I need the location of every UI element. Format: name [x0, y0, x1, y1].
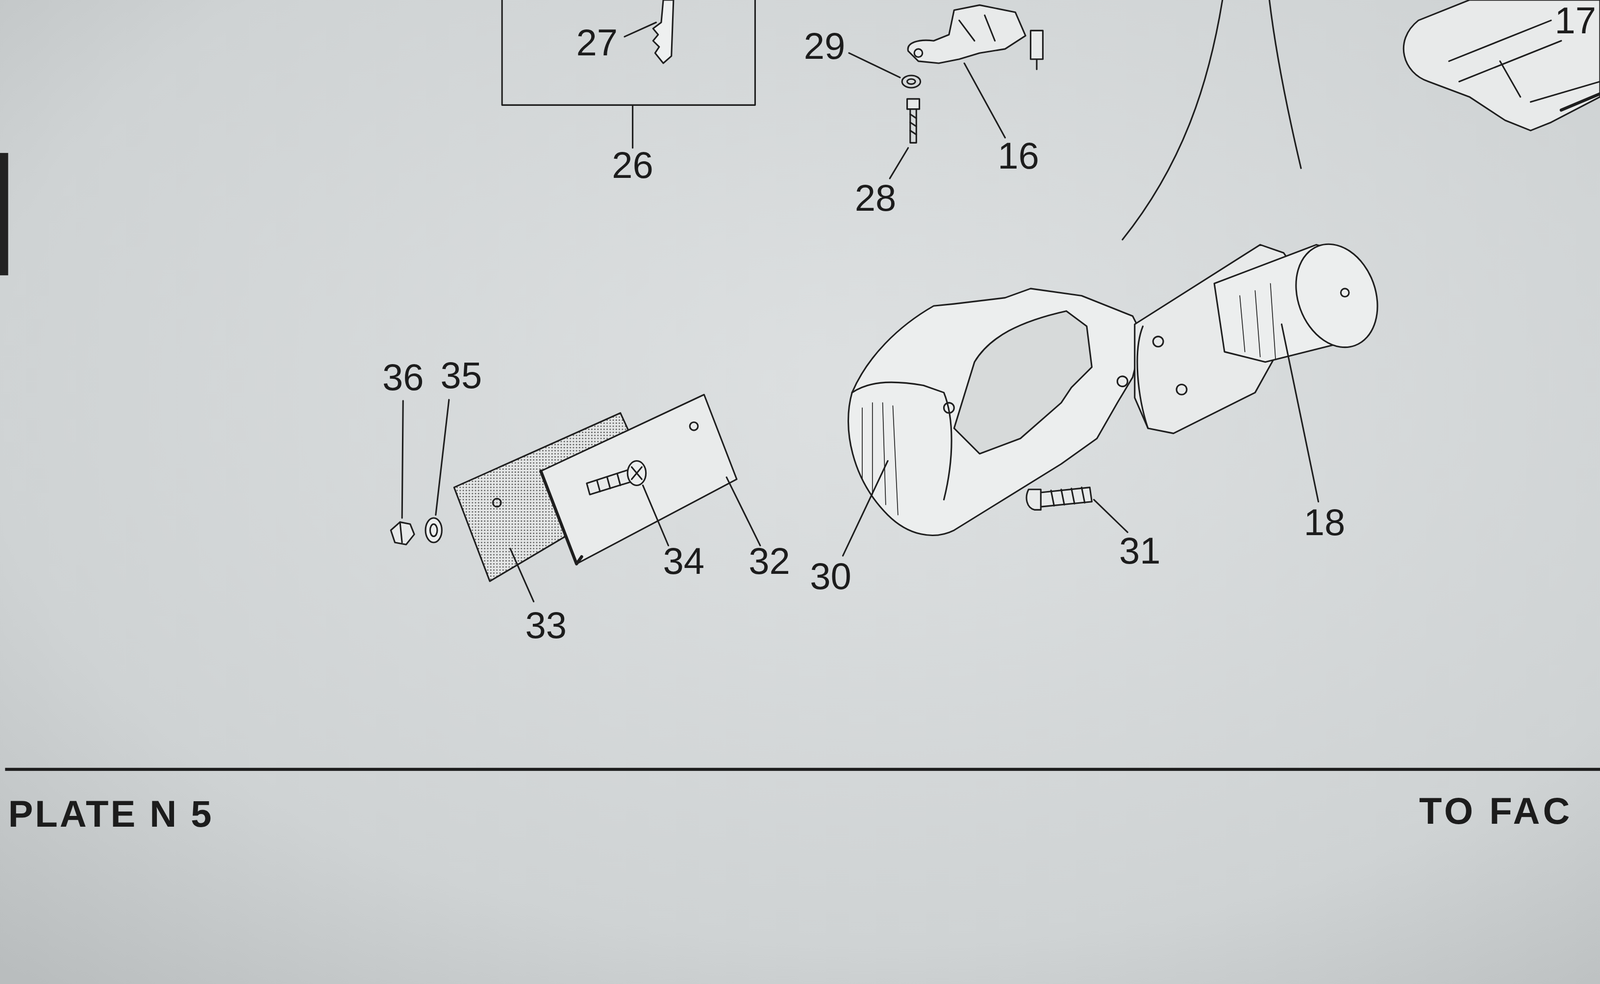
leader-line [642, 485, 669, 546]
thread [910, 114, 917, 135]
steering-lock-17 [1403, 0, 1600, 131]
leader-line [842, 461, 888, 557]
callout-number: 29 [803, 27, 846, 65]
switch-16 [907, 4, 1026, 64]
plate-32 [540, 394, 737, 564]
callout-number: 32 [748, 542, 791, 580]
callout-number: 28 [854, 179, 897, 217]
thread [1050, 487, 1085, 506]
leader-curve [1269, 0, 1302, 169]
keyway [1340, 288, 1350, 298]
hole [944, 402, 955, 414]
hole [689, 422, 699, 431]
callout-number: 17 [1554, 1, 1597, 40]
plate-caption: PLATE N 5 [8, 795, 214, 833]
housing-30 [848, 288, 1144, 536]
housing-edge [851, 382, 952, 500]
leader-line [1281, 324, 1319, 502]
shading [862, 402, 899, 516]
screw-28 [907, 99, 920, 143]
inset-box [501, 0, 755, 105]
leader-line [624, 22, 657, 37]
screw-slot [631, 467, 643, 480]
rule-line [4, 768, 1600, 772]
nut-36 [390, 522, 415, 545]
leader-line [889, 148, 908, 179]
shading [959, 15, 996, 41]
callout-number: 31 [1119, 532, 1161, 570]
housing-opening [953, 311, 1092, 454]
plate-edge [540, 471, 582, 564]
leader-line [435, 400, 450, 516]
washer-35 [425, 518, 442, 543]
hole [1152, 336, 1164, 348]
callout-number: 16 [997, 137, 1040, 175]
leader-line [401, 400, 403, 519]
callout-number: 34 [662, 542, 705, 580]
screw [1030, 30, 1043, 70]
flange-edge [1137, 326, 1149, 429]
shaft [1561, 93, 1600, 110]
leader-curve [1122, 0, 1223, 240]
callout-number: 26 [611, 146, 654, 184]
hole [1117, 376, 1128, 387]
callout-number: 27 [575, 24, 618, 62]
washer-29 [901, 75, 921, 88]
leader-line [631, 105, 634, 148]
nut-edge [400, 522, 402, 543]
leader-line [726, 477, 761, 546]
leader-line [849, 52, 900, 78]
page-edge [0, 152, 9, 276]
screw-31 [1026, 487, 1092, 511]
callout-number: 33 [525, 606, 567, 645]
leader-line [1094, 500, 1128, 533]
hole [914, 49, 923, 58]
hole [1176, 384, 1187, 395]
callout-number: 18 [1303, 503, 1346, 542]
screw-head [627, 461, 646, 486]
shading [1239, 283, 1276, 359]
thread [597, 474, 621, 492]
hole [492, 499, 501, 508]
callout-number: 35 [440, 356, 483, 395]
leader-line [964, 63, 1005, 138]
callout-number: 30 [809, 557, 852, 596]
screw-34 [586, 469, 633, 495]
key-27 [652, 0, 674, 64]
washer-29-hole [907, 78, 916, 84]
callout-number: 36 [382, 358, 425, 397]
barrel-face [1282, 232, 1392, 359]
leader-line [510, 548, 534, 602]
page-note: TO FAC [1419, 792, 1573, 830]
washer-hole [429, 524, 438, 537]
